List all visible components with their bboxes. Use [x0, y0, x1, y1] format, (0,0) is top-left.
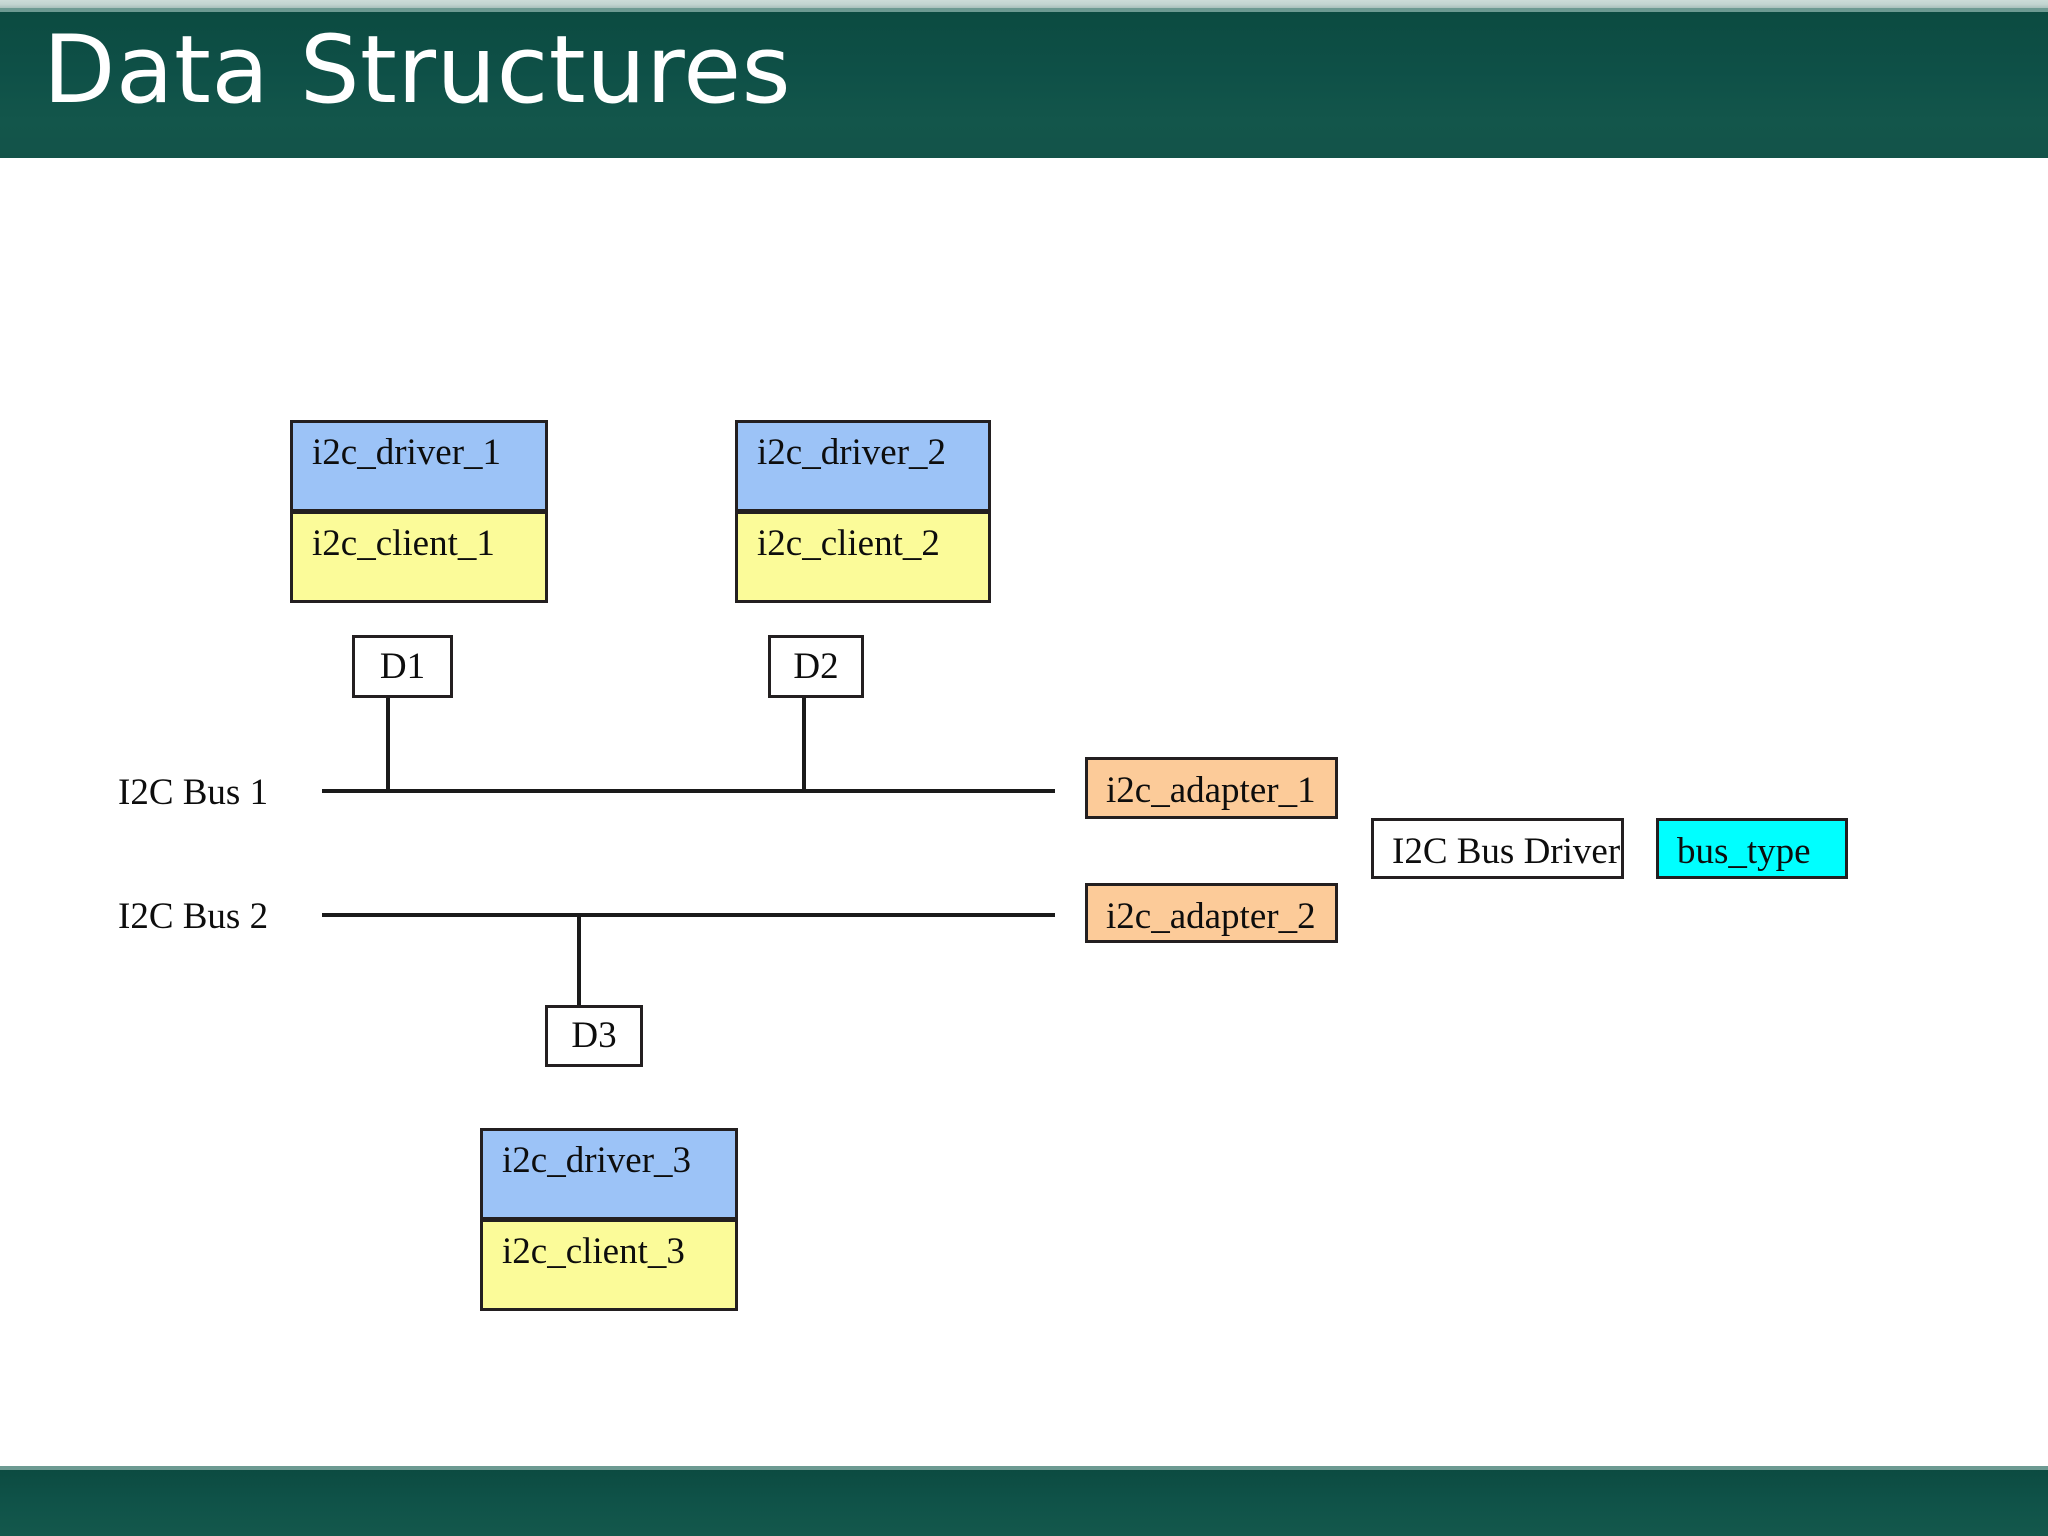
device-d2-connector [802, 698, 806, 791]
i2c-client-3-box[interactable]: i2c_client_3 [480, 1219, 738, 1311]
i2c-bus-1-line [322, 789, 1055, 793]
i2c-client-1-label: i2c_client_1 [312, 523, 495, 564]
i2c-client-2-box[interactable]: i2c_client_2 [735, 511, 991, 603]
page-title: Data Structures [43, 16, 792, 125]
i2c-bus-driver-label: I2C Bus Driver [1392, 831, 1621, 872]
bus-type-label: bus_type [1677, 831, 1811, 872]
bus-type-box[interactable]: bus_type [1656, 818, 1848, 879]
device-d3-connector [577, 913, 581, 1005]
i2c-bus-driver-box[interactable]: I2C Bus Driver [1371, 818, 1624, 879]
header-accent-rule [0, 8, 2048, 12]
header-top-strip [0, 0, 2048, 8]
i2c-driver-1-box[interactable]: i2c_driver_1 [290, 420, 548, 512]
footer-accent-rule [0, 1466, 2048, 1470]
header-bar [0, 12, 2048, 158]
i2c-driver-3-label: i2c_driver_3 [502, 1140, 692, 1181]
i2c-adapter-2-label: i2c_adapter_2 [1106, 896, 1316, 937]
device-d1-box[interactable]: D1 [352, 635, 453, 698]
i2c-client-2-label: i2c_client_2 [757, 523, 940, 564]
footer-bar [0, 1470, 2048, 1536]
i2c-driver-3-box[interactable]: i2c_driver_3 [480, 1128, 738, 1220]
i2c-bus-2-label: I2C Bus 2 [118, 896, 269, 937]
device-stack-1: i2c_driver_1 i2c_client_1 [290, 420, 548, 603]
i2c-adapter-2-box[interactable]: i2c_adapter_2 [1085, 883, 1338, 943]
device-d2-label: D2 [793, 645, 839, 687]
i2c-driver-2-box[interactable]: i2c_driver_2 [735, 420, 991, 512]
i2c-driver-2-label: i2c_driver_2 [757, 432, 947, 473]
device-stack-3: i2c_driver_3 i2c_client_3 [480, 1128, 738, 1311]
i2c-client-3-label: i2c_client_3 [502, 1231, 685, 1272]
i2c-adapter-1-box[interactable]: i2c_adapter_1 [1085, 757, 1338, 819]
i2c-bus-2-line [322, 913, 1055, 917]
device-d1-label: D1 [379, 645, 426, 687]
device-d2-box[interactable]: D2 [768, 635, 864, 698]
i2c-adapter-1-label: i2c_adapter_1 [1106, 770, 1316, 811]
device-stack-2: i2c_driver_2 i2c_client_2 [735, 420, 991, 603]
i2c-bus-1-label: I2C Bus 1 [118, 772, 269, 813]
i2c-client-1-box[interactable]: i2c_client_1 [290, 511, 548, 603]
i2c-driver-1-label: i2c_driver_1 [312, 432, 502, 473]
device-d3-box[interactable]: D3 [545, 1005, 643, 1067]
device-d3-label: D3 [571, 1015, 617, 1056]
device-d1-connector [386, 698, 390, 791]
